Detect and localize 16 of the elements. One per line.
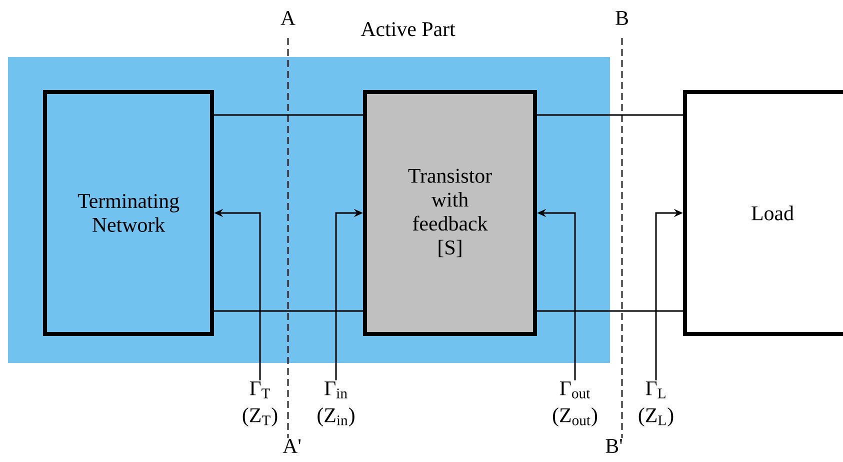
reflection-label: Γ$_{L}$ (Z$_{L}$) bbox=[638, 381, 674, 427]
reflection-label: Γ$_{in}$ (Z$_{in}$) bbox=[318, 381, 354, 427]
plane-label: A bbox=[279, 10, 297, 26]
plane-label: B bbox=[614, 10, 630, 26]
line bbox=[537, 310, 683, 312]
block-box: Transistor with feedback [S] bbox=[363, 90, 537, 336]
line bbox=[214, 114, 363, 116]
reflection-label: Γ$_{out}$ (Z$_{out}$) bbox=[552, 381, 598, 427]
line bbox=[214, 310, 363, 312]
block-box: Terminating Network bbox=[43, 90, 214, 336]
plane-label: B' bbox=[604, 438, 624, 454]
reflection-label: Γ$_{T}$ (Z$_{T}$) bbox=[242, 381, 278, 427]
node-label: Active Part bbox=[360, 22, 456, 36]
line bbox=[537, 114, 683, 116]
plane-label: A' bbox=[282, 438, 302, 454]
block-box: Load bbox=[683, 90, 843, 336]
